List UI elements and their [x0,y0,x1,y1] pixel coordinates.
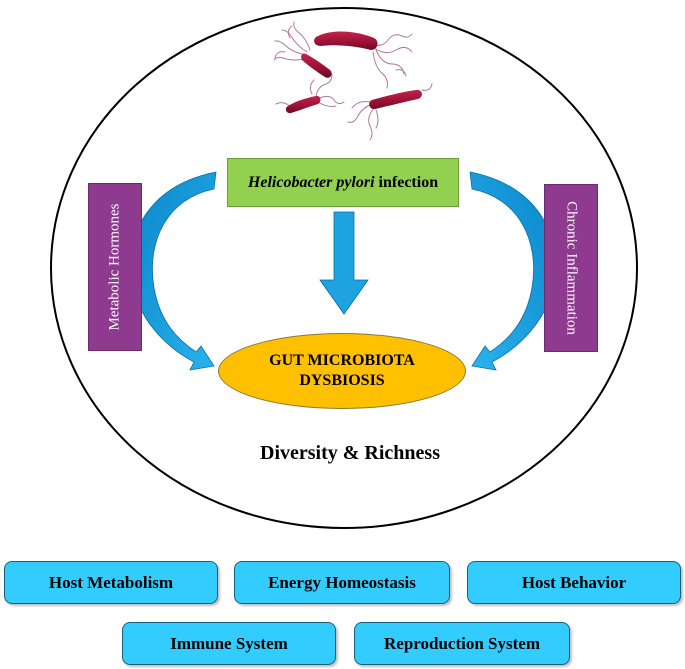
outcome-host-metabolism: Host Metabolism [4,561,218,604]
outcome-host-behavior: Host Behavior [467,561,681,604]
dysbiosis-line-2: DYSBIOSIS [299,372,385,389]
infection-suffix: infection [374,173,439,191]
infection-organism: Helicobacter pylori [247,173,375,191]
outcome-energy-homeostasis: Energy Homeostasis [234,561,450,604]
outcome-immune-system: Immune System [122,622,336,665]
metabolic-hormones-box: Metabolic Hormones [88,183,142,351]
chronic-inflammation-box: Chronic Inflammation [544,184,598,352]
outcome-reproduction-system: Reproduction System [354,622,570,665]
left-curved-arrow [130,171,217,371]
right-curved-arrow [469,171,556,371]
infection-box: Helicobacter pylori infection [227,158,459,207]
chronic-inflammation-label: Chronic Inflammation [563,201,580,335]
outer-circle [50,7,638,529]
dysbiosis-line-1: GUT MICROBIOTA [269,352,415,369]
diversity-richness-label: Diversity & Richness [260,442,440,464]
center-down-arrow [319,211,369,315]
bacteria-cells [285,31,422,114]
gut-microbiota-dysbiosis-ellipse: GUT MICROBIOTA DYSBIOSIS [218,333,466,409]
metabolic-hormones-label: Metabolic Hormones [106,203,123,331]
